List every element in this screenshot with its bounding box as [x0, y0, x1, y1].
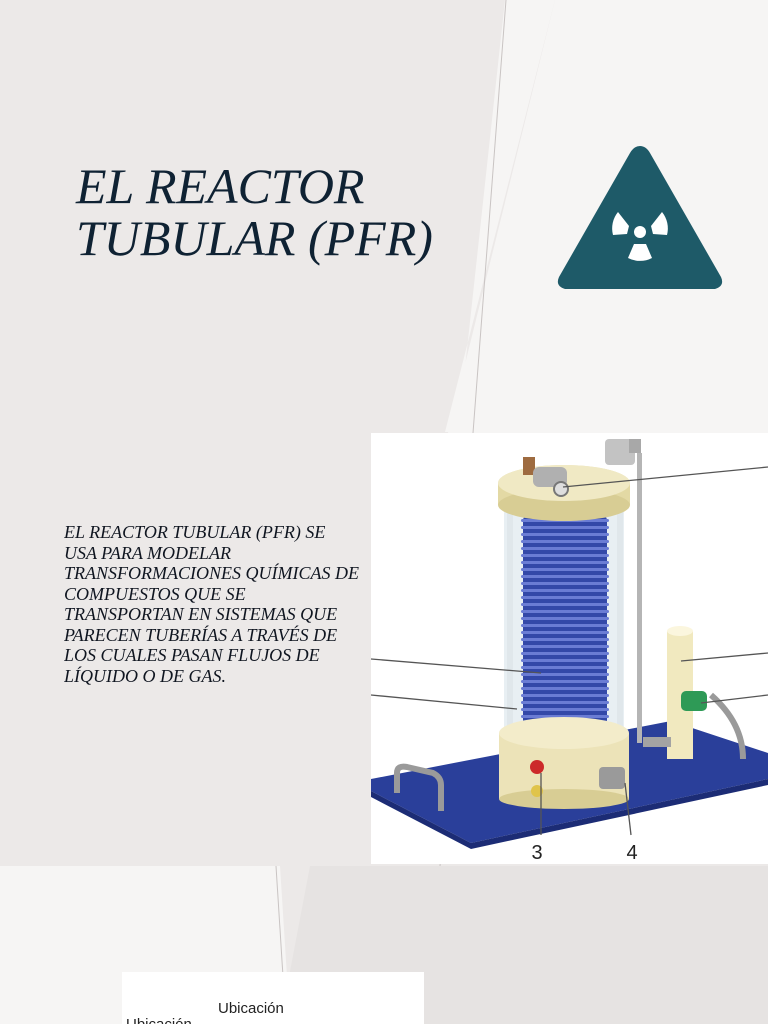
- coil-stripe: [521, 575, 609, 578]
- coil-stripe: [521, 533, 609, 536]
- coil-stripe: [521, 617, 609, 620]
- location-diagram-image: Ubicación Ubicación: [122, 972, 424, 1024]
- red-fitting: [530, 760, 544, 774]
- blue-coil: [521, 513, 609, 733]
- coil-stripe: [521, 645, 609, 648]
- coil-stripe: [521, 582, 609, 585]
- coil-stripe: [521, 673, 609, 676]
- coil-stripe: [521, 589, 609, 592]
- reactor-diagram-image: 3 4: [371, 433, 768, 864]
- coil-stripe: [521, 554, 609, 557]
- callout-line: [371, 658, 542, 674]
- coil-stripe: [521, 638, 609, 641]
- green-valve: [681, 691, 707, 711]
- coil-stripe: [521, 701, 609, 704]
- coil-stripe: [521, 680, 609, 683]
- callout-line: [680, 652, 768, 662]
- coil-stripe: [521, 659, 609, 662]
- callout-line: [624, 782, 632, 836]
- coil-stripe: [521, 715, 609, 718]
- coil-stripe: [521, 631, 609, 634]
- coil-stripe: [521, 687, 609, 690]
- callout-line: [371, 694, 518, 710]
- top-valve: [523, 457, 535, 475]
- yellow-fitting: [531, 785, 543, 797]
- coil-stripe: [521, 610, 609, 613]
- title-line-1: EL REACTOR: [76, 158, 365, 214]
- location-label: Ubicación: [218, 1000, 284, 1017]
- description-line: COMPUESTOS QUE SE: [64, 583, 246, 604]
- coil-stripe: [521, 603, 609, 606]
- page-title: EL REACTOR TUBULAR (PFR): [76, 160, 496, 264]
- coil-stripe: [521, 694, 609, 697]
- coil-stripe: [521, 596, 609, 599]
- background-light-panel: [445, 0, 555, 432]
- reactor-diagram: 3 4: [371, 439, 768, 864]
- coil-stripe: [521, 568, 609, 571]
- coil-stripe: [521, 561, 609, 564]
- title-line-2: TUBULAR (PFR): [76, 210, 433, 266]
- callout-number: 4: [626, 842, 637, 864]
- description-line: TRANSFORMACIONES QUÍMICAS DE: [64, 563, 359, 583]
- callout-line: [700, 694, 768, 704]
- coil-stripe: [521, 526, 609, 529]
- coil-stripe: [521, 708, 609, 711]
- description-line: LOS CUALES PASAN FLUJOS DE: [64, 645, 320, 665]
- description-line: USA PARA MODELAR: [64, 542, 231, 563]
- description-text: EL REACTOR TUBULAR (PFR) SE USA PARA MOD…: [64, 522, 369, 686]
- bottom-fitting: [599, 767, 625, 789]
- description-line: LÍQUIDO O DE GAS.: [64, 665, 226, 686]
- radiation-warning-icon: [557, 146, 723, 289]
- callout-line: [562, 466, 768, 488]
- location-label: Ubicación: [126, 1016, 192, 1024]
- coil-stripe: [521, 547, 609, 550]
- callout-number: 3: [531, 842, 542, 864]
- top-elbow: [605, 439, 635, 465]
- description-line: EL REACTOR TUBULAR (PFR) SE: [64, 522, 326, 542]
- handle-right: [709, 692, 746, 760]
- description-line: PARECEN TUBERÍAS A TRAVÉS DE: [64, 624, 338, 645]
- coil-stripe: [521, 652, 609, 655]
- description-line: TRANSPORTAN EN SISTEMAS QUE: [64, 604, 338, 624]
- coil-stripe: [521, 666, 609, 669]
- coil-stripe: [521, 624, 609, 627]
- coil-stripe: [521, 540, 609, 543]
- handle-left: [394, 763, 444, 811]
